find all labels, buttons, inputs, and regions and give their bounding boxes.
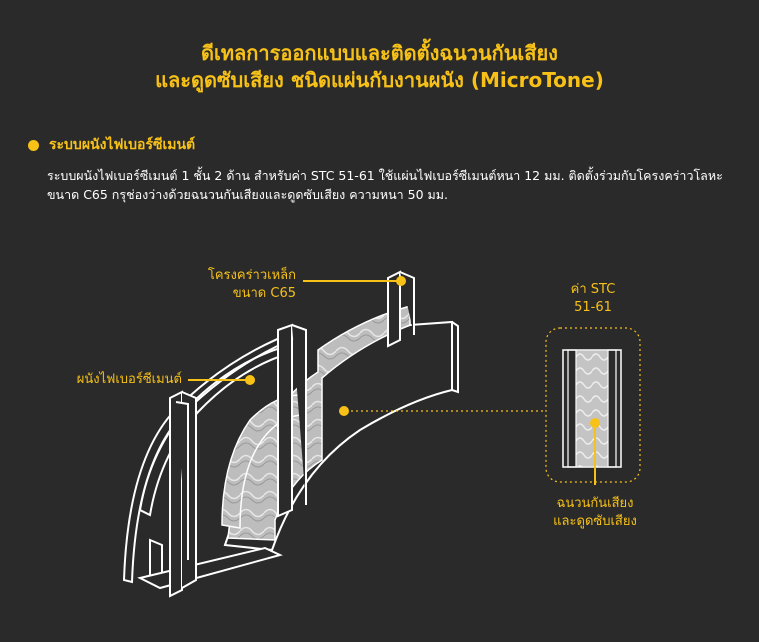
stc-label: ค่า STC 51-61 (545, 281, 641, 317)
steel-frame-label-line1: โครงคร่าวเหล็ก (207, 268, 296, 283)
section-description: ระบบผนังไฟเบอร์ซีเมนต์ 1 ชั้น 2 ด้าน สำห… (47, 168, 723, 202)
steel-stud-middle (277, 323, 307, 518)
section-header: ระบบผนังไฟเบอร์ซีเมนต์ (28, 134, 195, 156)
title-line-2: และดูดซับเสียง ชนิดแผ่นกับงานผนัง (Micro… (155, 68, 604, 92)
insulation-label-line1: ฉนวนกันเสียง (556, 496, 634, 511)
stc-wall-section (562, 349, 622, 468)
steel-frame-label: โครงคร่าวเหล็ก ขนาด C65 (184, 267, 296, 303)
insulation-label: ฉนวนกันเสียง และดูดซับเสียง (535, 495, 655, 531)
page-title: ดีเทลการออกแบบและติดตั้งฉนวนกันเสียง และ… (0, 40, 759, 94)
fiber-cement-wall-label: ผนังไฟเบอร์ซีเมนต์ (76, 372, 182, 387)
steel-stud-left (169, 390, 197, 598)
steel-stud-right (387, 270, 415, 348)
bullet-icon (28, 139, 39, 151)
section-heading: ระบบผนังไฟเบอร์ซีเมนต์ (49, 137, 196, 153)
stc-inset-frame (545, 327, 641, 483)
insulation-label-line2: และดูดซับเสียง (553, 514, 637, 529)
stc-label-line1: ค่า STC (570, 282, 616, 297)
leader-lines (188, 276, 600, 485)
steel-frame-label-line2: ขนาด C65 (232, 286, 296, 301)
stc-label-line2: 51-61 (574, 300, 612, 315)
title-line-1: ดีเทลการออกแบบและติดตั้งฉนวนกันเสียง (201, 41, 558, 65)
